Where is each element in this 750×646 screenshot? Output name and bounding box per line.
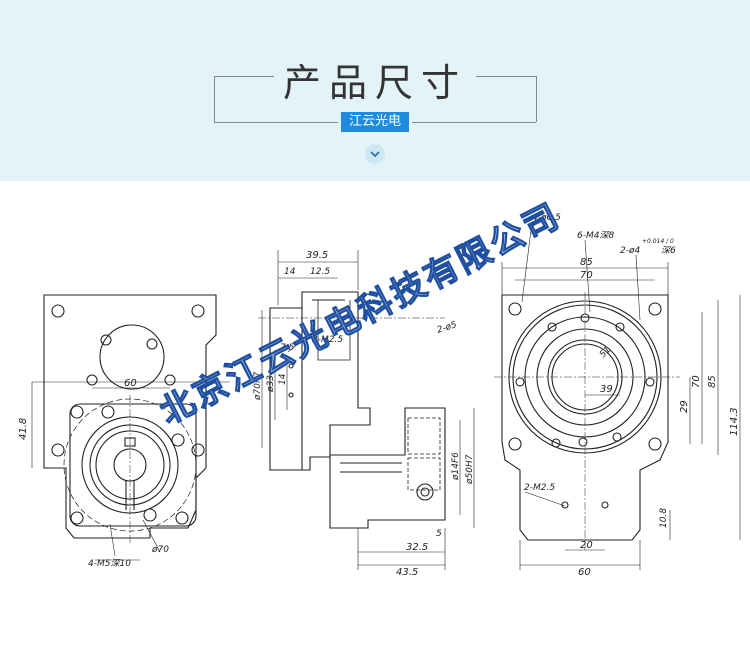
dim-14: 14 bbox=[284, 267, 296, 277]
side-view bbox=[258, 250, 475, 570]
brand-badge: 江云光电 bbox=[341, 112, 409, 132]
dim-phi-14f6: ø14F6 bbox=[451, 452, 461, 481]
dim-4-phi6-5: 4-ø6.5 bbox=[532, 213, 561, 223]
front-view bbox=[31, 294, 230, 561]
dim-7-5: 7.5 bbox=[280, 343, 295, 353]
dim-41-8: 41.8 bbox=[18, 418, 29, 440]
dim-phi-33: ø33 bbox=[266, 375, 276, 393]
dim-pin-tol: +0.014 / 0 bbox=[642, 238, 674, 245]
dim-20: 20 bbox=[580, 540, 593, 551]
dim-phi-70h7: ø70h7 bbox=[253, 371, 263, 401]
dim-32-5: 32.5 bbox=[406, 542, 428, 553]
title-rule-right-bottom bbox=[412, 122, 536, 123]
dim-70: 70 bbox=[580, 270, 593, 281]
dim-pin-depth: 深6 bbox=[661, 245, 676, 256]
dim-85v: 85 bbox=[707, 375, 718, 388]
dim-6-m4: 6-M4深8 bbox=[577, 230, 614, 241]
dim-m2-5: 2-M2.5 bbox=[312, 335, 343, 345]
dim-29: 29 bbox=[679, 400, 690, 413]
title-rule-right-drop bbox=[536, 76, 537, 122]
dim-phi-70: ø70 bbox=[151, 545, 169, 555]
title-rule-left-bottom bbox=[214, 122, 338, 123]
dim-60: 60 bbox=[124, 378, 137, 389]
title-rule-right bbox=[476, 76, 536, 77]
dim-39: 39 bbox=[600, 384, 613, 395]
dim-phi-50h7: ø50H7 bbox=[465, 454, 475, 485]
dim-2-phi4: 2-ø4 bbox=[620, 246, 640, 256]
title-rule-left-drop bbox=[214, 76, 215, 122]
dim-70v: 70 bbox=[691, 375, 702, 388]
dim-85: 85 bbox=[580, 257, 593, 268]
dim-10-8: 10.8 bbox=[659, 508, 669, 528]
dim-39-5: 39.5 bbox=[306, 250, 328, 261]
dim-2-phi5: 2-ø5 bbox=[436, 320, 459, 336]
dim-14b: 14 bbox=[278, 373, 288, 385]
dim-2-m2-5b: 2-M2.5 bbox=[524, 483, 555, 493]
dim-60b: 60 bbox=[578, 567, 591, 578]
page-title: 产品尺寸 bbox=[282, 61, 467, 105]
dim-43-5: 43.5 bbox=[396, 567, 418, 578]
dim-12-5: 12.5 bbox=[310, 267, 330, 277]
dim-m5: 4-M5深10 bbox=[88, 558, 131, 569]
chevron-down-icon[interactable] bbox=[365, 144, 385, 164]
dim-114-3: 114.3 bbox=[729, 407, 740, 436]
dim-5: 5 bbox=[436, 529, 442, 539]
right-view bbox=[494, 221, 741, 570]
technical-drawing: 60 41.8 ø70 4-M5深10 39.5 14 12.5 ø70h7 ø… bbox=[18, 213, 741, 578]
chevron-glyph bbox=[370, 151, 380, 158]
title-rule-left bbox=[214, 76, 274, 77]
